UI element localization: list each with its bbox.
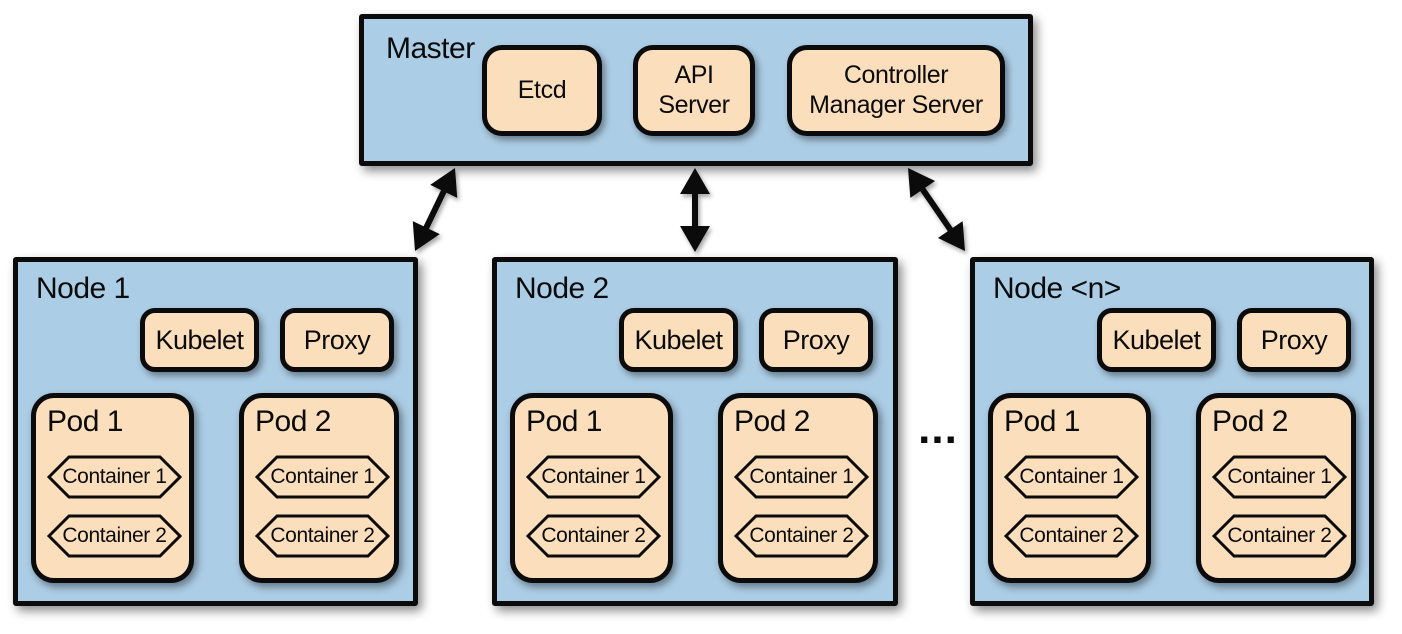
- pod-label: Pod 1: [47, 405, 123, 438]
- hexagon-icon: [1004, 514, 1139, 558]
- node-2-pod-1: Pod 1 Container 1 Container 2: [510, 393, 673, 583]
- etcd-label: Etcd: [517, 75, 567, 104]
- proxy-label: Proxy: [782, 324, 850, 355]
- controller-manager-box: Controller Manager Server: [787, 45, 1005, 136]
- master-box: Master Etcd API Server Controller Manage…: [359, 14, 1033, 166]
- hexagon-icon: [47, 514, 182, 558]
- master-label: Master: [386, 32, 475, 65]
- container-hexagon: Container 2: [255, 514, 390, 558]
- container-hexagon: Container 2: [1212, 514, 1347, 558]
- proxy-label: Proxy: [303, 324, 371, 355]
- kubelet-label: Kubelet: [634, 324, 723, 355]
- container-hexagon: Container 2: [47, 514, 182, 558]
- container-hexagon: Container 1: [526, 455, 661, 499]
- hexagon-icon: [255, 455, 390, 499]
- container-label: Container 2: [270, 524, 375, 547]
- proxy-label: Proxy: [1260, 324, 1328, 355]
- node-n-pod-1: Pod 1 Container 1 Container 2: [988, 393, 1151, 583]
- hexagon-icon: [1004, 455, 1139, 499]
- node-2-proxy-box: Proxy: [759, 308, 873, 372]
- hexagon-icon: [47, 455, 182, 499]
- container-label: Container 2: [62, 524, 167, 547]
- hexagon-icon: [734, 514, 869, 558]
- hexagon-icon: [1212, 514, 1347, 558]
- container-hexagon: Container 1: [1004, 455, 1139, 499]
- container-label: Container 2: [749, 524, 854, 547]
- node-1-box: Node 1 Kubelet Proxy Pod 1 Container 1 C…: [13, 257, 418, 606]
- node-1-proxy-box: Proxy: [280, 308, 394, 372]
- container-hexagon: Container 2: [1004, 514, 1139, 558]
- node-n-pod-2: Pod 2 Container 1 Container 2: [1196, 393, 1356, 583]
- pod-label: Pod 2: [734, 405, 810, 438]
- node-1-kubelet-box: Kubelet: [140, 308, 259, 372]
- node-n-label: Node <n>: [993, 272, 1121, 305]
- hexagon-icon: [526, 514, 661, 558]
- controller-manager-label: Controller Manager Server: [809, 61, 983, 119]
- node-n-box: Node <n> Kubelet Proxy Pod 1 Container 1…: [970, 257, 1374, 606]
- node-2-pod-2: Pod 2 Container 1 Container 2: [718, 393, 878, 583]
- container-hexagon: Container 1: [47, 455, 182, 499]
- container-label: Container 1: [749, 465, 854, 488]
- node-2-kubelet-box: Kubelet: [619, 308, 738, 372]
- node-1-label: Node 1: [36, 272, 130, 305]
- node-2-label: Node 2: [515, 272, 609, 305]
- hexagon-icon: [255, 514, 390, 558]
- hexagon-icon: [526, 455, 661, 499]
- hexagon-icon: [734, 455, 869, 499]
- pod-label: Pod 1: [526, 405, 602, 438]
- container-label: Container 1: [541, 465, 646, 488]
- container-label: Container 1: [62, 465, 167, 488]
- pod-label: Pod 2: [1212, 405, 1288, 438]
- node-1-pod-1: Pod 1 Container 1 Container 2: [31, 393, 194, 583]
- pod-label: Pod 1: [1004, 405, 1080, 438]
- container-hexagon: Container 2: [526, 514, 661, 558]
- container-label: Container 2: [1019, 524, 1124, 547]
- container-hexagon: Container 1: [255, 455, 390, 499]
- node-2-box: Node 2 Kubelet Proxy Pod 1 Container 1 C…: [492, 257, 898, 606]
- container-label: Container 2: [1227, 524, 1332, 547]
- kubelet-label: Kubelet: [1112, 324, 1201, 355]
- api-server-box: API Server: [633, 45, 755, 136]
- pod-label: Pod 2: [255, 405, 331, 438]
- etcd-box: Etcd: [482, 45, 602, 136]
- container-label: Container 2: [541, 524, 646, 547]
- node-n-proxy-box: Proxy: [1237, 308, 1351, 372]
- node-1-pod-2: Pod 2 Container 1 Container 2: [239, 393, 399, 583]
- kubelet-label: Kubelet: [155, 324, 244, 355]
- hexagon-icon: [1212, 455, 1347, 499]
- container-hexagon: Container 2: [734, 514, 869, 558]
- container-label: Container 1: [270, 465, 375, 488]
- node-n-kubelet-box: Kubelet: [1097, 308, 1216, 372]
- container-hexagon: Container 1: [1212, 455, 1347, 499]
- more-nodes-ellipsis: ...: [918, 404, 958, 453]
- container-hexagon: Container 1: [734, 455, 869, 499]
- api-server-label: API Server: [658, 61, 730, 119]
- container-label: Container 1: [1227, 465, 1332, 488]
- container-label: Container 1: [1019, 465, 1124, 488]
